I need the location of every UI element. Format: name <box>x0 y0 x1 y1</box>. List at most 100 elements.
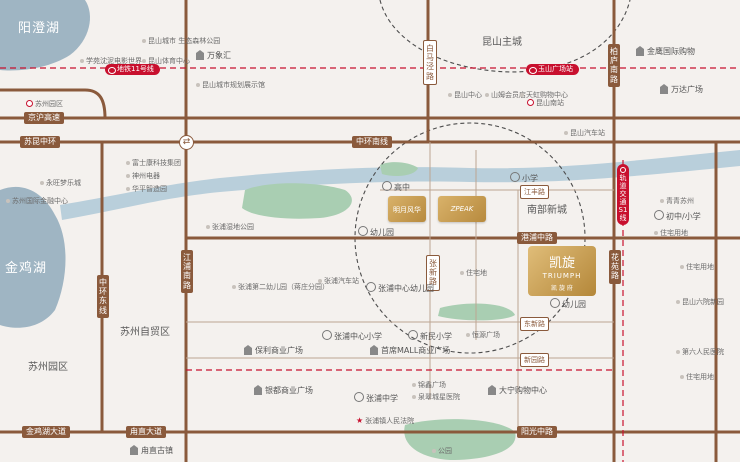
mall-poly: 保利商业广场 <box>244 345 303 356</box>
radius-arc <box>379 0 631 73</box>
school-xinmin: 新民小学 <box>408 330 452 342</box>
poi-sams: 山姆会员店 <box>485 90 526 100</box>
project-p2[interactable]: ZPEAK <box>438 196 486 222</box>
poi-bus-station: 昆山汽车站 <box>564 128 605 138</box>
road-zhonghuan-south: 中环南线 <box>352 136 392 148</box>
school-icon <box>366 282 376 292</box>
road-yangguang: 阳光中路 <box>517 426 557 438</box>
school-icon <box>322 330 332 340</box>
poi-ifc: 苏州国际金融中心 <box>6 196 68 206</box>
mall-icon <box>244 345 252 355</box>
road-jinghu: 京沪高速 <box>24 112 64 124</box>
right-six-hospital: 第六人民医院 <box>676 347 724 357</box>
school-youer1: 幼儿园 <box>358 226 394 238</box>
park-2 <box>380 162 418 176</box>
mall-daning: 大宁购物中心 <box>488 385 547 396</box>
town-icon <box>130 445 138 455</box>
star-icon: ★ <box>356 416 364 425</box>
road-zhouzhi: 甪直大道 <box>126 426 166 438</box>
road-zhongheng: 中环东线 <box>97 275 109 318</box>
poi-jinxin: 锦鑫广场 <box>412 380 446 390</box>
school-zp-middle: 张浦中学 <box>354 392 398 404</box>
poi-planning-hall: 昆山城市规划展示馆 <box>196 80 265 90</box>
poi-wetland: 张浦湿地公园 <box>206 222 254 232</box>
poi-zp-bus: 张浦汽车站 <box>318 276 359 286</box>
road-jiangfeng: 江丰路 <box>520 185 549 199</box>
school-zp-primary: 张浦中心小学 <box>322 330 382 342</box>
right-six-new: 昆山六院新园 <box>676 297 724 307</box>
road-baishi: 白马泾路 <box>423 40 437 85</box>
project-p1[interactable]: 明月风华 <box>388 196 426 222</box>
road-bailu: 柏庐南路 <box>608 44 620 87</box>
school-icon <box>510 172 520 182</box>
jinji-lake <box>0 186 66 328</box>
road-jiangpu: 江浦南路 <box>181 250 193 293</box>
road-xinyuan: 新园路 <box>520 353 549 367</box>
right-zhuzhai1: 住宅用地 <box>654 228 688 238</box>
interchange-icon: ⇄ <box>179 135 194 150</box>
school-icon <box>550 298 560 308</box>
nanbu-label: 南部新城 <box>527 205 567 216</box>
project-triumph[interactable]: 凯旋 TRIUMPH 凯 旋 府 <box>528 246 596 296</box>
jinji-lake-label: 金鸡湖 <box>5 261 48 276</box>
station-kunshan-south: 昆山南站 <box>527 98 564 108</box>
poi-wanda: 万达广场 <box>660 84 703 95</box>
poi-kunshan-center: 昆山中心 <box>448 90 482 100</box>
poi-court: ★张浦镇人民法院 <box>356 416 415 425</box>
yushan-station-badge: 玉山广场站 <box>526 64 579 76</box>
poi-kinder2: 张浦第二幼儿园（蒋庄分园） <box>232 282 329 292</box>
poi-shenzhou: 神州电器 <box>126 171 160 181</box>
poi-wanxianghui: 万象汇 <box>196 50 231 61</box>
suzhou-park-label: 苏州园区 <box>28 362 68 373</box>
kunshan-center-label: 昆山主城 <box>482 37 522 48</box>
poi-huaping: 华平智造园 <box>126 184 167 194</box>
road-sukun: 苏昆中环 <box>20 136 60 148</box>
school-xiaoxue: 小学 <box>510 172 538 184</box>
mall-icon <box>636 46 644 56</box>
river <box>60 150 740 220</box>
mall-yindu: 银都商业广场 <box>254 385 313 396</box>
poi-hospital: 泉翠城星医院 <box>412 392 460 402</box>
school-icon <box>358 226 368 236</box>
mall-icon <box>196 50 204 60</box>
school-youer2: 幼儿园 <box>550 298 586 310</box>
poi-zhuzhai: 住宅地 <box>460 268 487 278</box>
park-1 <box>242 183 352 219</box>
poi-sports-center: 昆山体育中心 <box>142 56 190 66</box>
mall-icon <box>254 385 262 395</box>
metro-line11-badge: 地铁11号线 <box>105 64 160 76</box>
mall-icon <box>370 345 378 355</box>
yangcheng-lake <box>0 0 90 71</box>
poi-park-south: 公园 <box>432 446 452 456</box>
road-huayuan: 花苑路 <box>609 250 621 284</box>
right-zhuzhai2: 住宅用地 <box>680 262 714 272</box>
ftz-label: 苏州自贸区 <box>120 327 170 338</box>
school-gaozhong: 高中 <box>382 181 410 193</box>
road-gangpu: 港浦中路 <box>517 232 557 244</box>
yangcheng-lake-label: 阳澄湖 <box>18 21 61 36</box>
poi-hengyuan: 恒源广场 <box>466 330 500 340</box>
poi-forest-park: 昆山城市 生态森林公园 <box>142 36 220 46</box>
poi-tianhong: 天虹购物中心 <box>520 90 568 100</box>
right-zhuzhai3: 住宅用地 <box>680 372 714 382</box>
school-icon <box>654 210 664 220</box>
school-icon <box>354 392 364 402</box>
mall-shouxi: 首席MALL商业广场 <box>370 345 450 356</box>
mall-icon <box>488 385 496 395</box>
metro-s1-badge: 轨道交通S1线 <box>617 164 629 226</box>
poi-aeon: 永旺梦乐城 <box>40 178 81 188</box>
poi-jinying: 金鹰国际购物 <box>636 46 695 57</box>
road-zhangxin: 张新路 <box>426 255 440 291</box>
poi-yongzhi: 甪直古镇 <box>130 445 173 456</box>
school-icon <box>408 330 418 340</box>
school-chuzhong: 初中/小学 <box>654 210 701 222</box>
station-suzhou-park: 苏州园区 <box>26 99 63 109</box>
road-jinjihu: 金鸡湖大道 <box>22 426 70 438</box>
right-qingqing: 青青苏州 <box>660 196 694 206</box>
school-zp-kinder: 张浦中心幼儿园 <box>366 282 434 294</box>
school-icon <box>382 181 392 191</box>
poi-foxconn: 富士康科技集团 <box>126 158 181 168</box>
mall-icon <box>660 84 668 94</box>
road-dongxin: 东新路 <box>520 317 549 331</box>
